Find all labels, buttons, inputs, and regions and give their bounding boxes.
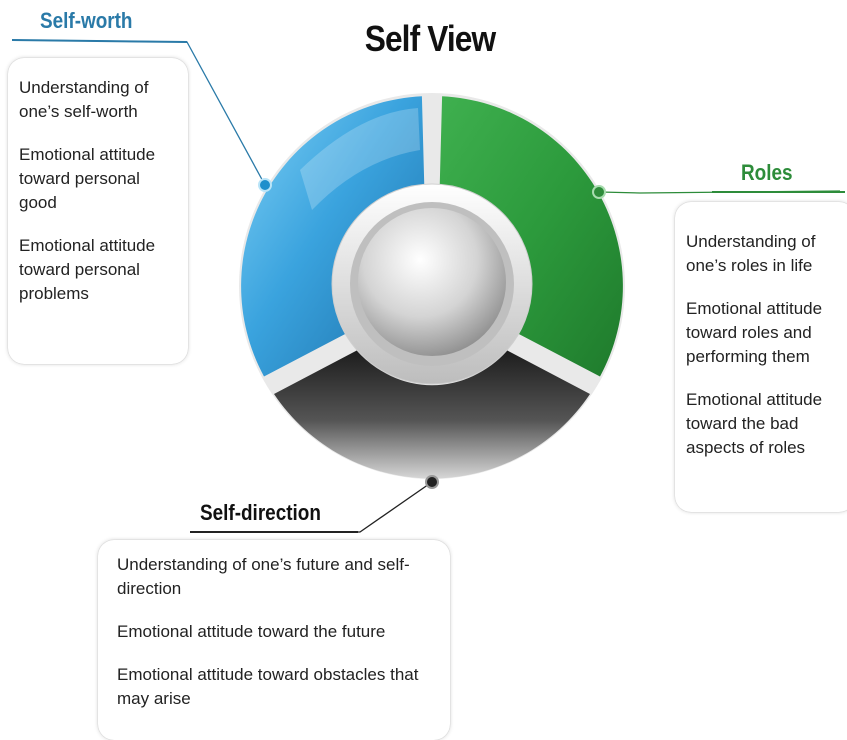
gloss-highlight	[300, 108, 420, 210]
card-item: Emotional attitude toward roles and perf…	[686, 299, 823, 366]
card-item: Understanding of one’s future and self-d…	[117, 555, 410, 598]
heading-roles: Roles	[741, 160, 793, 185]
card-item: Emotional attitude toward personal good	[19, 145, 156, 212]
card-self-worth: Understanding of one’s self-worth Emotio…	[8, 58, 188, 364]
card-item: Emotional attitude toward personal probl…	[19, 236, 156, 303]
heading-self-worth: Self-worth	[40, 8, 133, 33]
card-item: Emotional attitude toward the future	[117, 622, 386, 641]
segment-self-direction	[274, 350, 590, 479]
marker-self-worth	[258, 178, 272, 192]
card-item: Understanding of one’s roles in life	[686, 232, 816, 275]
diagram-title: Self View	[364, 18, 496, 59]
marker-self-direction	[425, 475, 439, 489]
card-self-direction: Understanding of one’s future and self-d…	[98, 540, 450, 740]
center-orb	[358, 208, 506, 356]
card-item: Understanding of one’s self-worth	[19, 78, 149, 121]
segment-roles	[439, 96, 623, 377]
segment-self-worth	[241, 96, 425, 377]
marker-roles	[592, 185, 606, 199]
card-item: Emotional attitude toward the bad aspect…	[686, 390, 823, 457]
card-item: Emotional attitude toward obstacles that…	[117, 665, 419, 708]
heading-self-direction: Self-direction	[200, 500, 321, 525]
card-roles: Understanding of one’s roles in life Emo…	[675, 202, 847, 512]
connector-self-worth-underline	[11, 39, 188, 43]
